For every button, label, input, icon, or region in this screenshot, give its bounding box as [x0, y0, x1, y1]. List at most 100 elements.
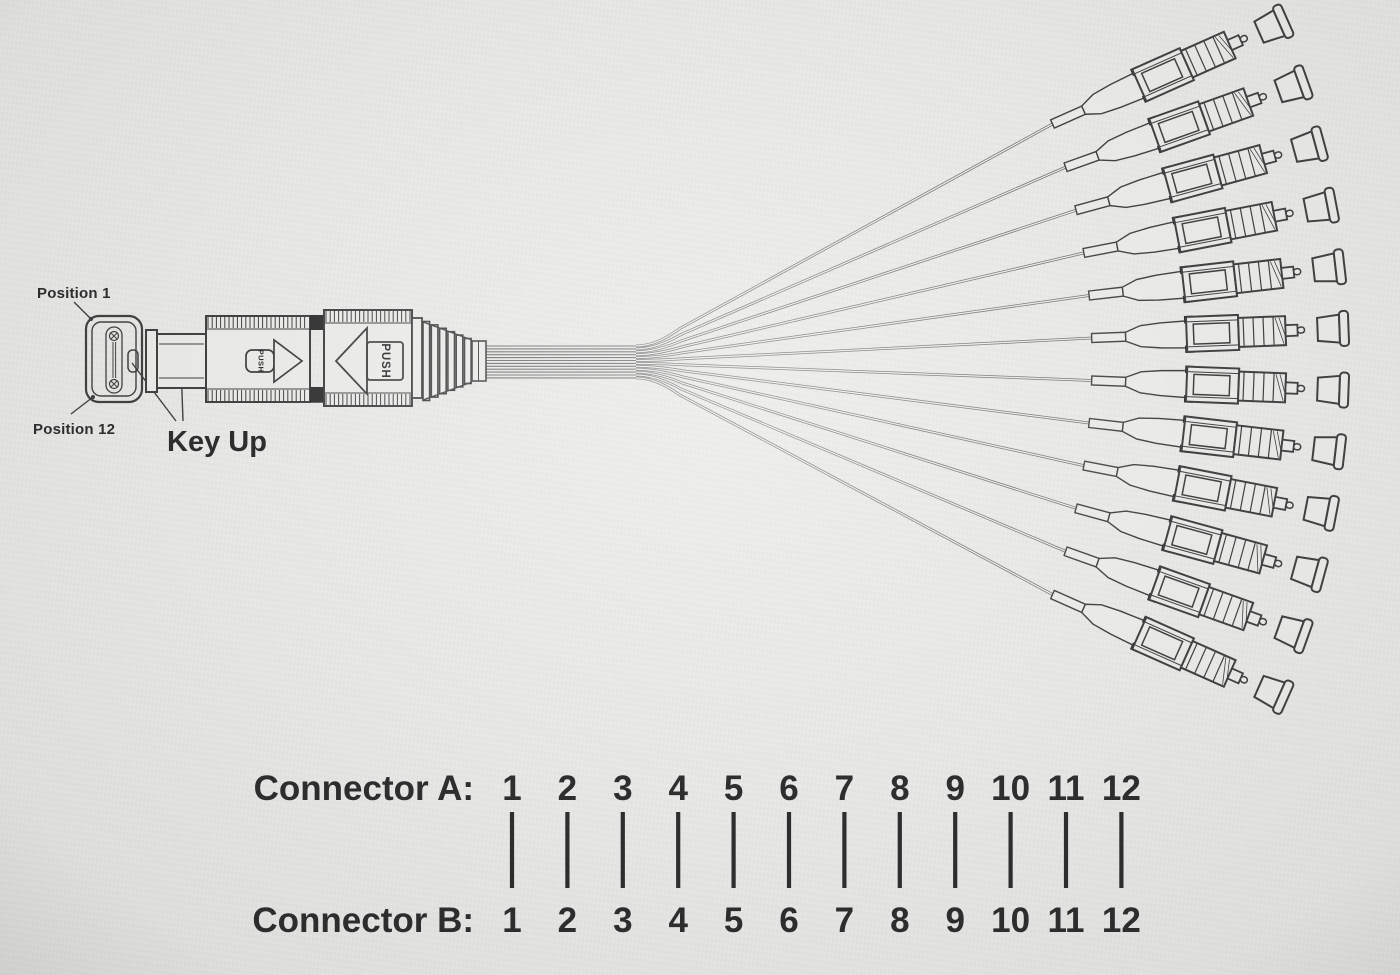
cap-body — [1316, 313, 1342, 344]
grip-ridge — [1252, 317, 1255, 347]
dust-caps — [1253, 3, 1351, 715]
ferrule — [1280, 438, 1296, 453]
grip-ridge — [1239, 207, 1247, 237]
label-key-up: Key Up — [167, 426, 267, 458]
connector-rear-body — [1172, 465, 1233, 512]
body-line — [1170, 520, 1222, 536]
hatch — [1266, 487, 1271, 515]
ferrule-tip — [1292, 443, 1302, 451]
pinout-a-number: 4 — [668, 769, 688, 808]
body-line — [1159, 129, 1209, 148]
dust-cap — [1289, 555, 1329, 594]
cap-flange — [1310, 556, 1329, 594]
boot-taper — [422, 381, 473, 401]
body-line — [1150, 594, 1201, 613]
grip-ridge — [1203, 102, 1215, 131]
fiber-core — [635, 362, 1092, 382]
fiber-core — [635, 365, 1090, 424]
grip-ridge — [1237, 425, 1243, 455]
hatch — [1275, 374, 1284, 401]
fiber-core — [635, 374, 1066, 552]
grip-ridge — [1203, 650, 1217, 678]
grip-ridge — [1247, 542, 1257, 571]
grip-ridge — [1184, 48, 1198, 76]
ferrule — [1272, 495, 1289, 511]
fiber-core — [635, 123, 1053, 347]
hatch — [1226, 659, 1230, 678]
fiber — [635, 165, 1067, 351]
boot-bell — [1121, 417, 1186, 449]
pinout-a-number: 2 — [558, 769, 577, 808]
connector-rear-body — [1161, 515, 1224, 566]
body-line — [1134, 644, 1182, 667]
dust-cap — [1289, 125, 1329, 163]
fiber — [635, 373, 1067, 553]
connector-front-body — [1212, 531, 1269, 575]
connector-front-body — [1236, 315, 1288, 348]
ferrule-tip — [1285, 501, 1294, 510]
grip-ridge — [1218, 156, 1228, 185]
fiber-fanout — [635, 122, 1092, 596]
ferrule-tip — [1273, 559, 1283, 568]
boot-bell — [1106, 510, 1173, 548]
dust-cap — [1311, 248, 1348, 286]
fiber-core — [635, 371, 1077, 509]
hatch — [1249, 148, 1266, 173]
boot-stem — [1082, 241, 1119, 259]
boot-bell — [1124, 320, 1188, 349]
cap-flange — [1337, 309, 1351, 347]
ferrule — [1280, 265, 1296, 280]
ferrule-tip — [1296, 384, 1306, 393]
label-position-1: Position 1 — [37, 285, 111, 302]
grip-ridge — [1242, 317, 1245, 347]
boot-stem — [1063, 546, 1101, 568]
pinout-b-number: 11 — [1048, 901, 1085, 940]
body-line — [1174, 495, 1226, 507]
grip-ridge — [1267, 429, 1273, 459]
hatch — [1270, 488, 1274, 508]
latch-window — [1192, 321, 1231, 345]
grip-ridge — [1262, 372, 1265, 402]
lc-connector — [1063, 87, 1268, 173]
hatch — [1261, 205, 1276, 230]
grip-ridge — [1239, 481, 1247, 511]
ribbon-cable — [486, 345, 640, 379]
fiber-core — [635, 209, 1077, 353]
boot-stem — [1074, 196, 1111, 216]
hatch — [1256, 544, 1259, 572]
pinout-row-a-label: Connector A: — [254, 769, 474, 808]
dust-cap — [1316, 309, 1351, 347]
pinout-b-number: 8 — [890, 901, 909, 940]
latch-window — [1140, 57, 1184, 93]
dust-cap — [1273, 64, 1314, 104]
grip-ridge — [1237, 150, 1247, 180]
grip-ridge — [1222, 95, 1234, 124]
latch-window — [1157, 575, 1200, 609]
ferrule-tip — [1239, 34, 1249, 43]
connector-front-body — [1179, 639, 1237, 688]
boot-rib — [455, 334, 464, 388]
ferrule-tip — [1285, 209, 1294, 218]
grip-ridge — [1247, 262, 1253, 292]
boot-stem — [1090, 375, 1127, 387]
grip-ridge — [1203, 588, 1215, 617]
boot-rib — [438, 327, 448, 395]
key-notch — [127, 349, 139, 373]
cap-flange — [1293, 64, 1314, 101]
boot-stem — [1082, 460, 1119, 478]
latch-window — [1157, 110, 1200, 144]
boot-rib — [422, 320, 431, 402]
grip-ridge — [1237, 263, 1243, 293]
hatch — [1222, 657, 1227, 685]
lc-connector — [1049, 589, 1249, 688]
fiber-core — [635, 337, 1092, 362]
cap-flange — [1310, 125, 1329, 162]
latch-window — [1181, 474, 1223, 503]
lc-connector — [1063, 546, 1268, 632]
ferrule-tip — [1296, 326, 1306, 334]
grip-ridge — [1227, 153, 1237, 182]
cap-body — [1316, 374, 1342, 406]
ferrule — [1272, 207, 1289, 223]
mpo-face — [84, 314, 144, 404]
connector-front-body — [1179, 30, 1237, 79]
